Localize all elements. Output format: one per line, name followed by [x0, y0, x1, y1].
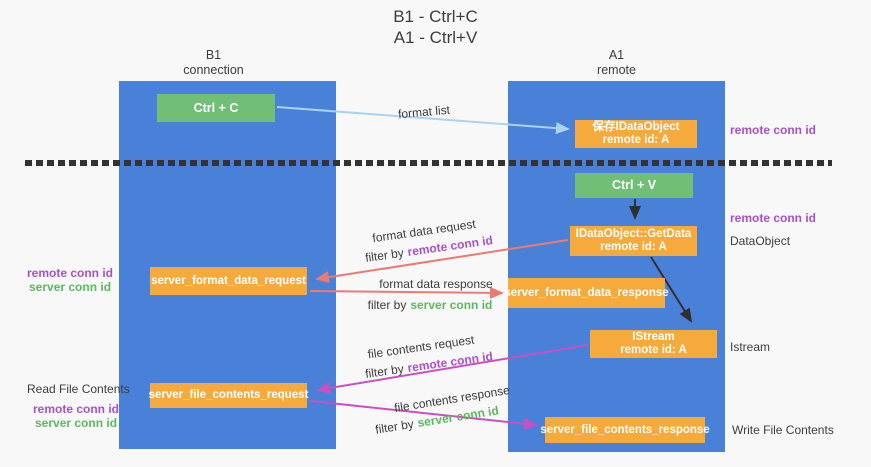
annotation-left-server-conn-id-bottom: server conn id — [35, 416, 118, 430]
ctrl-c-box: Ctrl + C — [157, 94, 275, 122]
annotation-istream: Istream — [730, 340, 771, 354]
title-line-1: B1 - Ctrl+C — [393, 7, 478, 26]
save-idataobject-line1: 保存IDataObject — [592, 121, 680, 133]
filter-prefix: filter by — [364, 245, 405, 265]
lane-a1-role: remote — [597, 63, 636, 77]
ctrl-v-box: Ctrl + V — [575, 173, 693, 198]
title-line-2: A1 - Ctrl+V — [393, 28, 478, 47]
filter-prefix: filter by — [367, 298, 407, 312]
server-file-contents-response-box: server_file_contents_response — [540, 417, 710, 443]
getdata-line1: IDataObject::GetData — [575, 228, 692, 240]
session-divider-dashed-line — [25, 160, 832, 166]
save-idataobject-box: 保存IDataObject remote id: A — [575, 120, 697, 148]
istream-line2: remote id: A — [620, 344, 687, 356]
server-format-data-response-box: server_format_data_response — [504, 278, 669, 308]
annotation-left-remote-conn-id-bottom: remote conn id — [33, 402, 120, 416]
label-format-data-response: format data response — [379, 277, 493, 291]
arrow-format-data-response — [309, 286, 504, 299]
server-file-contents-request-box: server_file_contents_request — [149, 383, 308, 408]
annotation-dataobject: DataObject — [730, 234, 791, 248]
filter-key-server-conn-id: server conn id — [410, 298, 493, 312]
idataobject-getdata-box: IDataObject::GetData remote id: A — [570, 226, 697, 256]
lane-b1-name: B1 — [205, 48, 222, 62]
annotation-left-server-conn-id-mid: server conn id — [29, 280, 112, 294]
lane-b1-role: connection — [183, 63, 244, 77]
istream-line1: IStream — [632, 331, 675, 343]
annotation-remote-conn-id-top: remote conn id — [730, 123, 817, 137]
annotation-remote-conn-id-mid: remote conn id — [730, 211, 817, 225]
istream-box: IStream remote id: A — [590, 330, 717, 358]
lane-a1-name: A1 — [608, 48, 625, 62]
server-format-data-request-box: server_format_data_request — [150, 267, 307, 295]
lane-header-b1: B1 connection — [105, 48, 322, 78]
annotation-write-file-contents: Write File Contents — [732, 423, 834, 437]
diagram-title: B1 - Ctrl+C A1 - Ctrl+V — [0, 6, 871, 48]
save-idataobject-line2: remote id: A — [602, 134, 670, 146]
annotation-read-file-contents: Read File Contents — [27, 382, 130, 396]
label-format-list: format list — [397, 102, 451, 122]
getdata-line2: remote id: A — [600, 241, 667, 253]
filter-prefix: filter by — [374, 416, 415, 437]
annotation-left-remote-conn-id-mid: remote conn id — [27, 266, 114, 280]
filter-prefix: filter by — [364, 361, 405, 381]
lane-header-a1: A1 remote — [508, 48, 725, 78]
